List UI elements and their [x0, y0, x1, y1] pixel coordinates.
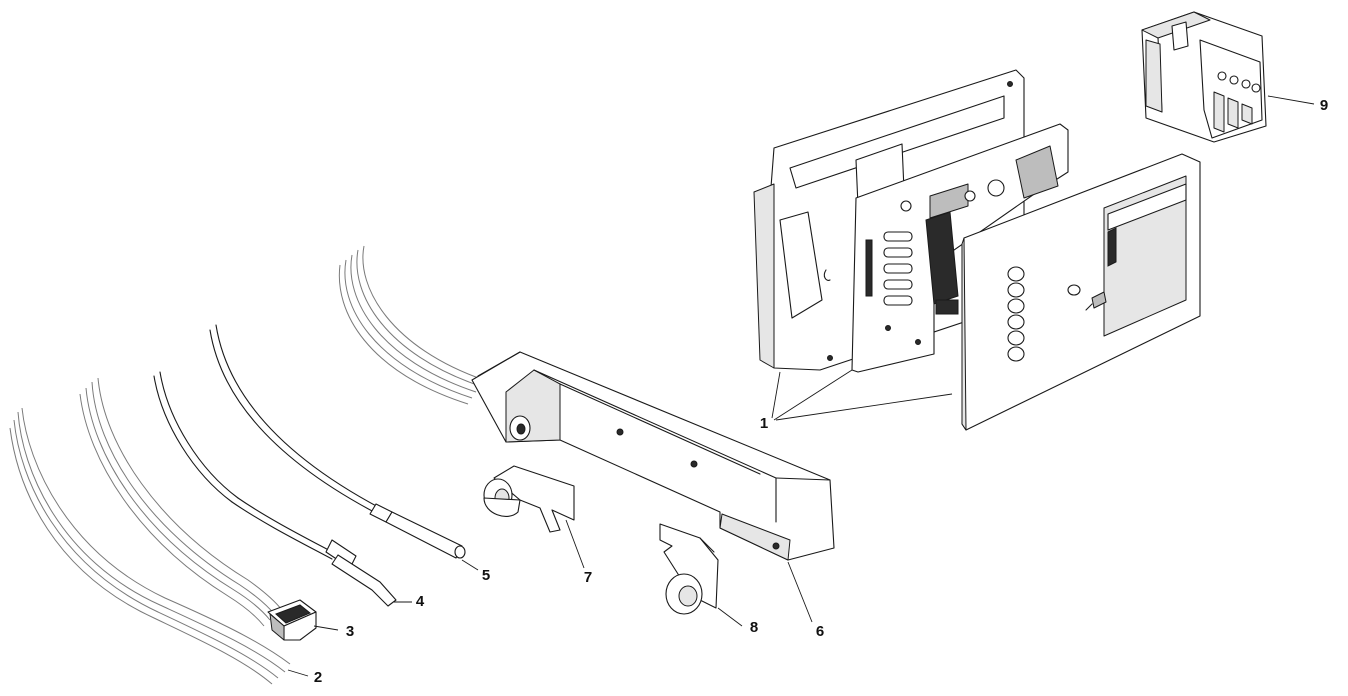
part-3-connector — [79, 377, 339, 641]
callout-2: 2 — [314, 669, 322, 686]
pcb-components — [865, 231, 959, 315]
part-8-clip — [659, 523, 743, 627]
callout-1: 1 — [760, 415, 768, 432]
callout-6: 6 — [816, 623, 824, 640]
callout-3: 3 — [346, 623, 354, 640]
callout-5: 5 — [482, 567, 490, 584]
callout-9: 9 — [1320, 97, 1328, 114]
part-7-clip — [483, 465, 585, 569]
part-1-control-board-assembly — [753, 69, 1201, 431]
contactor-terminals — [1213, 71, 1261, 133]
part-4-sensor-probe — [153, 371, 412, 607]
callout-8: 8 — [750, 619, 758, 636]
callout-4: 4 — [416, 593, 425, 610]
part-6-bracket — [471, 351, 835, 623]
part-9-contactor — [1141, 11, 1315, 143]
part-5-thermal-probe — [209, 324, 479, 571]
ribbon-cable — [338, 245, 485, 405]
callout-7: 7 — [584, 569, 592, 586]
part-2-wires — [9, 407, 309, 685]
front-panel-buttons — [1007, 266, 1025, 362]
